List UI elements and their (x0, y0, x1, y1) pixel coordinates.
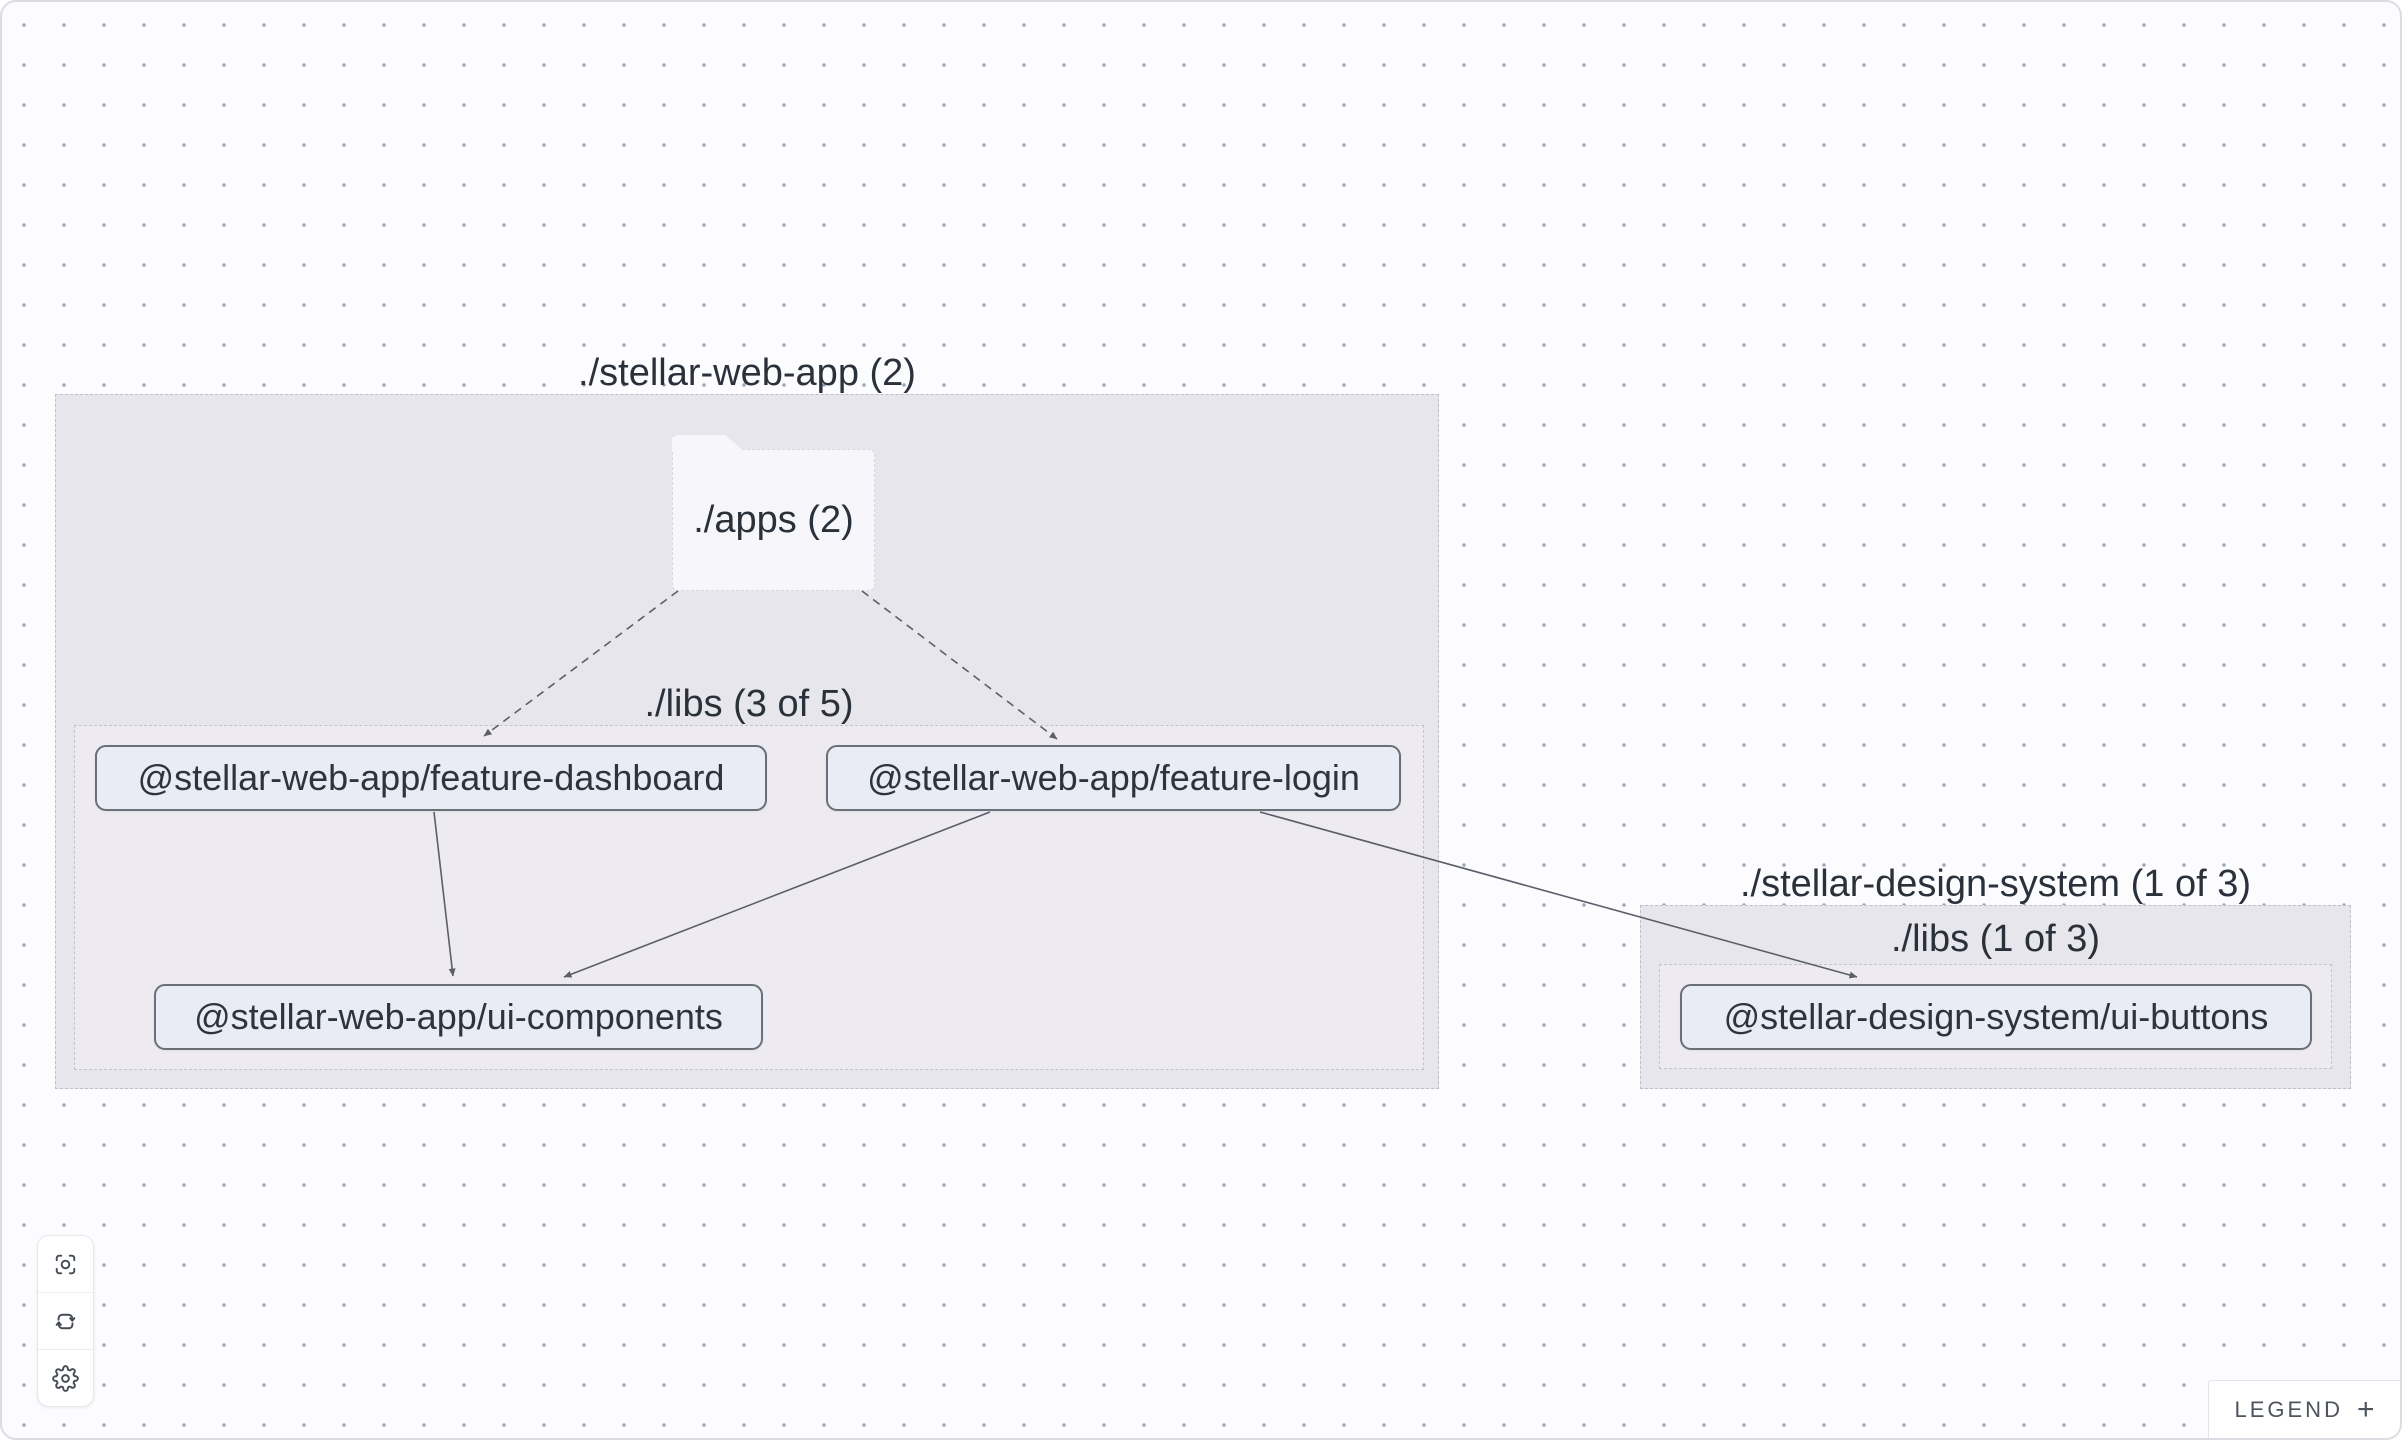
folder-node-apps-label: ./apps (2) (693, 498, 854, 541)
project-node-ui-components[interactable]: @stellar-web-app/ui-components (154, 984, 763, 1050)
focus-button[interactable] (38, 1236, 93, 1292)
refresh-icon (55, 1313, 76, 1329)
legend-toggle[interactable]: LEGEND + (2208, 1380, 2400, 1438)
group-label-design-system-libs: ./libs (1 of 3) (1890, 918, 2101, 960)
focus-icon (55, 1254, 76, 1274)
refresh-button[interactable] (38, 1292, 93, 1349)
settings-button[interactable] (38, 1349, 93, 1406)
legend-label: LEGEND (2234, 1396, 2343, 1422)
project-node-feature-login[interactable]: @stellar-web-app/feature-login (826, 745, 1401, 811)
project-node-feature-login-label: @stellar-web-app/feature-login (867, 757, 1360, 798)
project-node-feature-dashboard-label: @stellar-web-app/feature-dashboard (137, 757, 725, 798)
edge-feature-login-to-ui-components[interactable] (563, 811, 991, 978)
project-node-ui-components-label: @stellar-web-app/ui-components (194, 996, 723, 1037)
folder-node-apps[interactable]: ./apps (2) (672, 449, 875, 591)
edge-feature-login-to-ui-buttons[interactable] (1259, 811, 1858, 979)
edge-feature-dashboard-to-ui-components[interactable] (433, 811, 456, 977)
group-label-stellar-design-system: ./stellar-design-system (1 of 3) (1739, 863, 2252, 905)
group-label-web-app-libs: ./libs (3 of 5) (644, 683, 854, 725)
project-node-ui-buttons-label: @stellar-design-system/ui-buttons (1723, 996, 2269, 1037)
plus-icon: + (2356, 1392, 2375, 1426)
gear-icon (52, 1364, 79, 1392)
edge-apps-to-feature-dashboard[interactable] (483, 590, 679, 737)
project-node-ui-buttons[interactable]: @stellar-design-system/ui-buttons (1680, 984, 2312, 1050)
project-node-feature-dashboard[interactable]: @stellar-web-app/feature-dashboard (95, 745, 767, 811)
canvas-toolbar (37, 1235, 94, 1407)
group-label-stellar-web-app: ./stellar-web-app (2) (578, 352, 916, 394)
